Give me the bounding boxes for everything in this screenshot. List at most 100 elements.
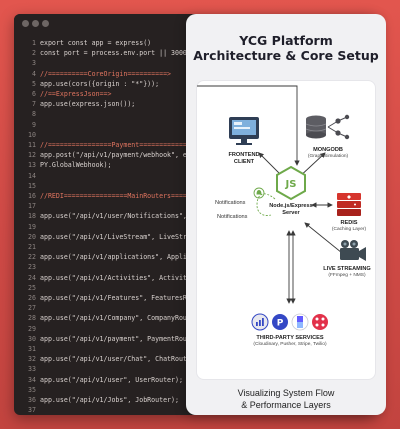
code-line: 35: [14, 385, 374, 395]
mongodb-label: MONGODB: [313, 147, 343, 153]
line-text[interactable]: //REDI================MainRouters=======…: [40, 192, 219, 200]
line-number: 23: [28, 263, 36, 272]
code-line: 27: [14, 303, 374, 313]
code-line: 15: [14, 181, 374, 191]
code-line: 11 //================Payment=============…: [14, 140, 374, 150]
frontend-label-line2: CLIENT: [233, 159, 255, 165]
camera-icon: [340, 240, 366, 261]
line-text[interactable]: app.use("/api/v1/Features", FeaturesRo: [40, 294, 191, 302]
line-text[interactable]: const port = process.env.port || 3000: [40, 49, 187, 58]
line-number: 28: [28, 314, 36, 323]
line-text[interactable]: app.use(cors({origin : "*"}));: [40, 79, 160, 88]
third-party-sublabel: (Cloudinary, Pusher, Stripe, Twilio): [253, 342, 327, 347]
line-text[interactable]: //==ExpressJson==>: [40, 90, 112, 98]
line-number: 29: [28, 324, 36, 333]
line-number: 3: [32, 59, 36, 68]
code-line: 29: [14, 324, 374, 334]
line-text[interactable]: //================Payment===============…: [40, 141, 207, 149]
line-text[interactable]: app.use("/api/v1/user", UserRouter);: [40, 375, 183, 384]
line-number: 18: [28, 212, 36, 221]
code-line: 24 app.use("/api/v1/Activities", Activity: [14, 273, 374, 283]
line-number: 32: [28, 355, 36, 364]
code-line: 36 app.use("/api/v1/Jobs", JobRouter);: [14, 395, 374, 405]
code-line: 21: [14, 242, 374, 252]
code-area: 1 export const app = express() 2 const port…: [14, 32, 374, 415]
server-label-line1: Node.js/Express: [269, 203, 313, 209]
mongodb-sublabel: (Graph Simulation): [307, 154, 349, 159]
window-minimize-dot[interactable]: [32, 20, 39, 27]
line-number: 33: [28, 365, 36, 374]
connection-arrows: [197, 85, 348, 304]
code-line: 17: [14, 201, 374, 211]
code-line: 16 //REDI================MainRouters=====…: [14, 191, 374, 201]
code-line: 10: [14, 130, 374, 140]
line-number: 21: [28, 243, 36, 251]
line-number: 34: [28, 375, 36, 384]
line-number: 36: [28, 396, 36, 404]
code-line: 31: [14, 344, 374, 354]
code-line: 25: [14, 283, 374, 293]
window-maximize-dot[interactable]: [42, 20, 49, 27]
line-number: 6: [32, 90, 36, 98]
line-text[interactable]: app.use("/api/v1/user/Chat", ChatRoute: [40, 355, 191, 364]
svg-text:JS: JS: [285, 179, 297, 190]
line-number: 12: [28, 151, 36, 160]
line-number: 9: [32, 120, 36, 129]
line-text[interactable]: app.use("/api/v1/Activities", Activity: [40, 273, 191, 282]
line-number: 37: [28, 406, 36, 415]
code-line: 26 app.use("/api/v1/Features", FeaturesRo: [14, 293, 374, 303]
line-text[interactable]: app.use("/api/v1/Company", CompanyRout: [40, 314, 191, 323]
line-text[interactable]: export const app = express(): [40, 39, 152, 47]
live-streaming-sublabel: (FFmpeg + NMS): [328, 273, 366, 278]
line-number: 1: [32, 39, 36, 47]
line-text[interactable]: app.use(express.json());: [40, 100, 136, 109]
line-number: 25: [28, 283, 36, 292]
diagram-panel: JS: [196, 80, 376, 380]
cloudinary-icon: [251, 313, 269, 331]
window-close-dot[interactable]: [22, 20, 29, 27]
line-number: 31: [28, 345, 36, 353]
line-text[interactable]: app.use("/api/v1/payment", PaymentRout: [40, 334, 191, 343]
pusher-icon: P: [272, 314, 288, 330]
code-line: 3: [14, 58, 374, 68]
line-text[interactable]: PY.GlobalWebhook);: [40, 161, 112, 170]
code-line: 18 app.use("/api/v1/user/Notifications",: [14, 211, 374, 221]
line-text[interactable]: app.use("/api/v1/applications", Applic: [40, 253, 191, 262]
diagram-title-line1: YCG Platform: [239, 33, 333, 48]
server-label-line2: Server: [282, 210, 300, 216]
line-text[interactable]: app.use("/api/v1/LiveStream", LiveStre: [40, 232, 191, 241]
bell-icon: [253, 187, 265, 199]
stripe-icon: [291, 313, 309, 331]
line-number: 27: [28, 304, 36, 313]
diagram-title-line2: Architecture & Core Setup: [193, 48, 379, 63]
line-number: 26: [28, 294, 36, 302]
redis-label: REDIS: [340, 220, 358, 226]
line-text[interactable]: app.post("/api/v1/payment/webhook", ex: [40, 151, 191, 160]
line-number: 30: [28, 334, 36, 343]
code-line: 23: [14, 262, 374, 272]
line-text[interactable]: //==========CoreOrigin==========>: [40, 69, 172, 78]
line-number: 16: [28, 192, 36, 200]
database-graph-icon: [305, 114, 350, 140]
code-line: 37: [14, 405, 374, 415]
line-number: 4: [32, 69, 36, 78]
line-text[interactable]: app.use("/api/v1/Jobs", JobRouter);: [40, 396, 179, 404]
line-number: 24: [28, 273, 36, 282]
diagram-graphics: JS: [197, 85, 366, 331]
line-number: 20: [28, 232, 36, 241]
code-line: 2 const port = process.env.port || 3000: [14, 48, 374, 58]
svg-text:P: P: [277, 319, 284, 329]
code-line: 34 app.use("/api/v1/user", UserRouter);: [14, 375, 374, 385]
code-line: 4 //==========CoreOrigin==========>: [14, 69, 374, 79]
live-streaming-label: LIVE STREAMING: [323, 266, 371, 272]
code-line: 32 app.use("/api/v1/user/Chat", ChatRoute: [14, 354, 374, 364]
line-text[interactable]: app.use("/api/v1/user/Notifications",: [40, 212, 187, 221]
line-number: 2: [32, 49, 36, 58]
line-number: 11: [28, 141, 36, 149]
code-line: 1 export const app = express(): [14, 38, 374, 48]
line-number: 35: [28, 385, 36, 394]
code-line: 9: [14, 120, 374, 130]
third-party-label: THIRD-PARTY SERVICES: [256, 335, 324, 341]
